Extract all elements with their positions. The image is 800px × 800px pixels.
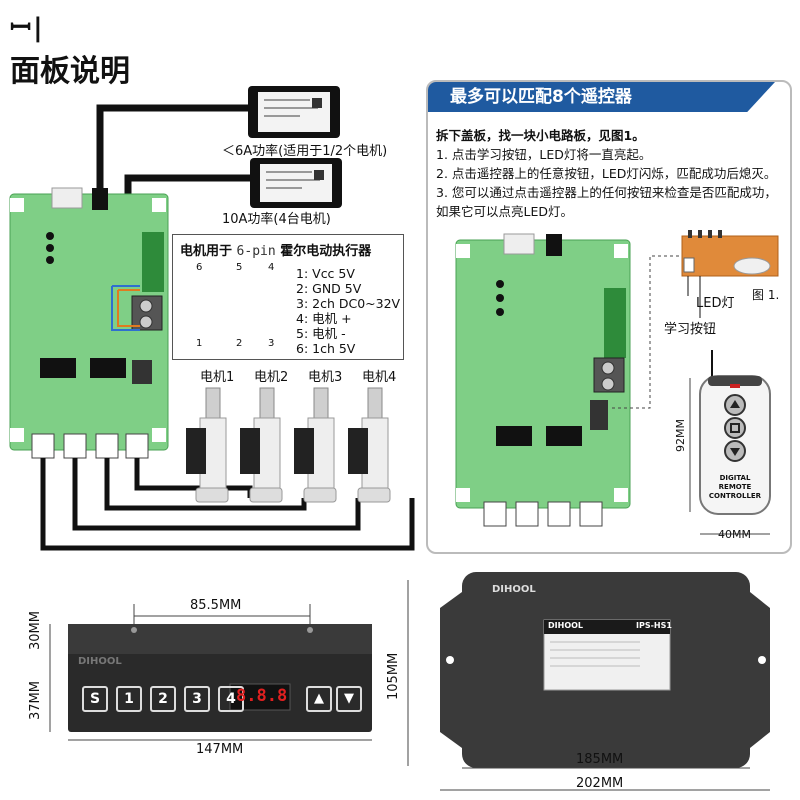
pairing-instructions: 拆下盖板，找一块小电路板，见图1。 1. 点击学习按钮，LED灯将一直亮起。 2… — [436, 126, 786, 221]
pin-title-code: 6-pin — [236, 244, 276, 259]
label-brand: DIHOOL — [548, 621, 584, 630]
handset-dim-height-b: 37MM — [28, 681, 43, 720]
pin-number: 1 — [196, 338, 203, 349]
pin-number: 6 — [196, 262, 203, 273]
pin-title-prefix: 电机用于 — [180, 244, 233, 259]
pin-diagram-box — [172, 234, 404, 360]
handset-dim-top: 85.5MM — [190, 598, 242, 613]
handset-button-2[interactable]: 2 — [150, 686, 176, 712]
handset-dim-height-a: 30MM — [28, 611, 43, 650]
power-label-10a: 10A功率(4台电机) — [222, 212, 331, 227]
control-box-drawing — [407, 572, 770, 791]
panel-header: 最多可以匹配8个遥控器 — [428, 82, 775, 112]
pin-item: 6: 1ch 5V — [296, 341, 356, 356]
power-label-6a: ＜6A功率(适用于1/2个电机) — [222, 144, 388, 159]
box-dim-height: 105MM — [386, 652, 401, 700]
handset-button-4[interactable]: 4 — [218, 686, 244, 712]
label-model: IPS-HS1 — [636, 621, 672, 630]
main-pcb-board — [9, 187, 169, 459]
handset-drawing — [49, 604, 372, 741]
power-supply-6a — [248, 86, 340, 138]
instruction-step: 3. 您可以通过点击遥控器上的任何按钮来检查是否匹配成功，如果它可以点亮LED灯… — [436, 185, 777, 219]
chevron-up-icon[interactable]: ▲ — [306, 686, 332, 712]
motor-cable-3 — [104, 458, 307, 511]
remote-control — [699, 350, 771, 515]
led-label: LED灯 — [696, 296, 735, 311]
motor-label-2: 电机2 — [254, 370, 289, 385]
handset-brand: DIHOOL — [78, 656, 122, 667]
chevron-down-icon[interactable]: ▼ — [336, 686, 362, 712]
receiver-module — [681, 230, 779, 318]
box-dim-outer: 202MM — [576, 776, 624, 791]
pin-item: 5: 电机 - — [296, 326, 346, 341]
pin-list: 1: Vcc 5V 2: GND 5V 3: 2ch DC0~32V 4: 电机… — [296, 266, 400, 356]
handset-display: 8.8.8 — [236, 686, 288, 706]
instruction-intro: 拆下盖板，找一块小电路板，见图1。 — [436, 128, 645, 143]
pin-number: 4 — [268, 262, 275, 273]
page-title: 面板说明 — [10, 54, 130, 89]
handset-button-1[interactable]: 1 — [116, 686, 142, 712]
remote-height-dim: 92MM — [674, 419, 687, 452]
motor-label-1: 电机1 — [200, 370, 235, 385]
figure-label: 图 1. — [752, 288, 780, 302]
handset-keypad: S 1 2 3 4 — [82, 686, 244, 712]
motor-label-3: 电机3 — [308, 370, 343, 385]
box-dim-inner: 185MM — [576, 752, 624, 767]
remote-width-dim: 40MM — [718, 528, 751, 541]
pin-number: 5 — [236, 262, 243, 273]
pin-item: 2: GND 5V — [296, 281, 362, 296]
power-supply-10a — [250, 158, 342, 208]
pin-item: 1: Vcc 5V — [296, 266, 355, 281]
motor-label-4: 电机4 — [362, 370, 397, 385]
wire-psu-6a — [96, 104, 250, 200]
actuators — [186, 387, 391, 503]
handset-button-s[interactable]: S — [82, 686, 108, 712]
pin-item: 3: 2ch DC0~32V — [296, 296, 401, 311]
receiver-pcb-board — [455, 233, 631, 527]
pin-title-suffix: 霍尔电动执行器 — [280, 244, 372, 259]
motor-cable-2 — [72, 458, 361, 531]
remote-label: DIGITAL REMOTE CONTROLLER — [708, 474, 762, 500]
handset-dim-width: 147MM — [196, 742, 244, 757]
pin-number: 3 — [268, 338, 275, 349]
pin-diagram-title: 电机用于 6-pin 霍尔电动执行器 — [180, 240, 371, 259]
motor-cable-1 — [40, 458, 415, 551]
remote-pairing-panel — [426, 80, 792, 554]
pin-number: 2 — [236, 338, 243, 349]
instruction-step: 1. 点击学习按钮，LED灯将一直亮起。 — [436, 147, 652, 162]
handset-button-3[interactable]: 3 — [184, 686, 210, 712]
pin-item: 4: 电机 + — [296, 311, 352, 326]
learn-button-label: 学习按钮 — [664, 322, 717, 337]
instruction-step: 2. 点击遥控器上的任意按钮，LED灯闪烁，匹配成功后熄灭。 — [436, 166, 777, 181]
brand-logo: ꟷ| — [10, 13, 45, 43]
control-box-brand: DIHOOL — [492, 584, 536, 595]
